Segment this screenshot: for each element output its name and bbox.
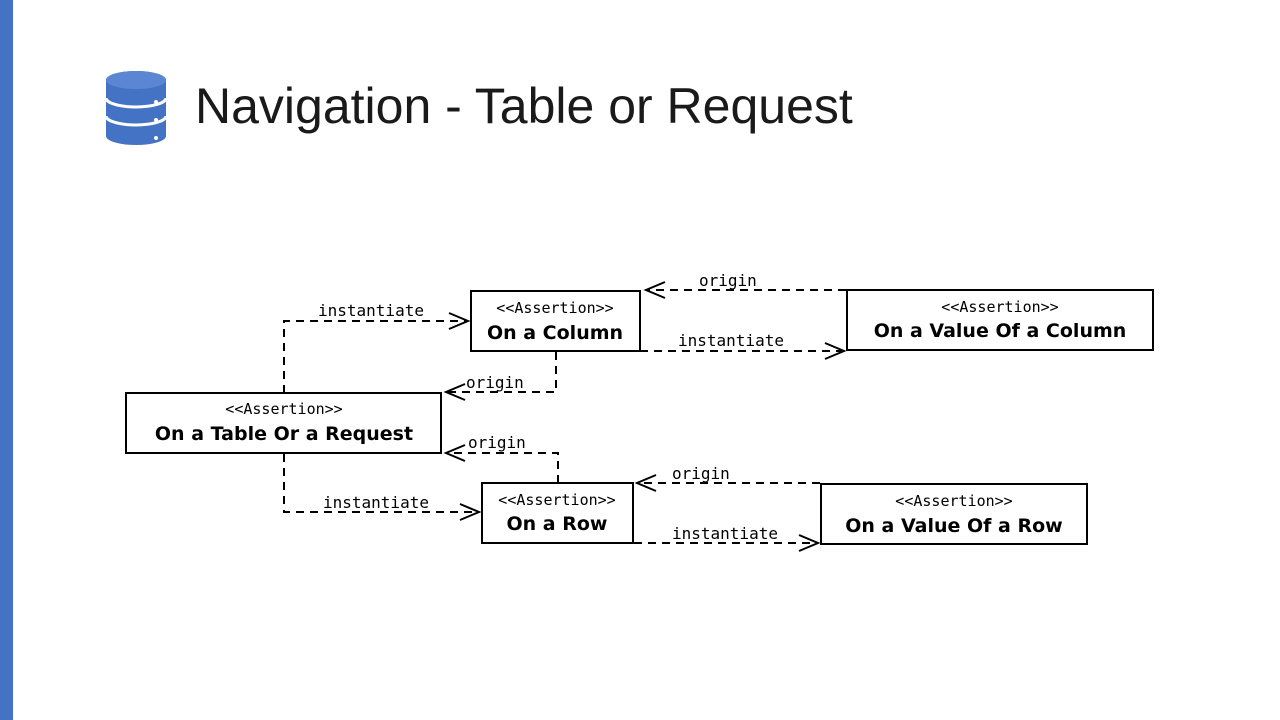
- database-icon: [104, 71, 168, 145]
- edge-row-to-value: instantiate: [634, 524, 821, 552]
- edge-label-instantiate: instantiate: [678, 331, 784, 350]
- node-stereotype: <<Assertion>>: [498, 491, 615, 509]
- node-column: <<Assertion>> On a Column: [470, 290, 641, 352]
- slide-title: Navigation - Table or Request: [195, 78, 853, 134]
- node-value-of-column: <<Assertion>> On a Value Of a Column: [846, 289, 1154, 351]
- edge-table-to-row: instantiate: [283, 454, 482, 521]
- node-value-of-row: <<Assertion>> On a Value Of a Row: [820, 483, 1088, 545]
- node-name: On a Column: [487, 322, 623, 344]
- edge-value-to-row: origin: [634, 464, 820, 492]
- node-name: On a Value Of a Column: [874, 320, 1127, 342]
- node-stereotype: <<Assertion>>: [496, 299, 613, 317]
- edge-column-to-table: origin: [443, 352, 557, 401]
- edge-label-instantiate: instantiate: [323, 493, 429, 512]
- edge-label-instantiate: instantiate: [318, 301, 424, 320]
- node-row: <<Assertion>> On a Row: [481, 482, 634, 544]
- node-table-or-request: <<Assertion>> On a Table Or a Request: [125, 392, 442, 454]
- edge-row-to-table: origin: [443, 433, 559, 483]
- node-stereotype: <<Assertion>>: [895, 492, 1012, 510]
- node-name: On a Table Or a Request: [155, 423, 413, 445]
- edge-value-to-column: origin: [643, 271, 846, 299]
- edge-label-origin: origin: [672, 464, 730, 483]
- edge-table-to-column: instantiate: [283, 301, 471, 393]
- edge-label-instantiate: instantiate: [672, 524, 778, 543]
- edge-column-to-value: instantiate: [640, 331, 847, 360]
- node-stereotype: <<Assertion>>: [941, 298, 1058, 316]
- edge-label-origin: origin: [699, 271, 757, 290]
- edge-label-origin: origin: [468, 433, 526, 452]
- node-stereotype: <<Assertion>>: [225, 400, 342, 418]
- node-name: On a Row: [507, 513, 608, 535]
- accent-sidebar: [0, 0, 13, 720]
- edge-label-origin: origin: [466, 373, 524, 392]
- node-name: On a Value Of a Row: [845, 515, 1062, 537]
